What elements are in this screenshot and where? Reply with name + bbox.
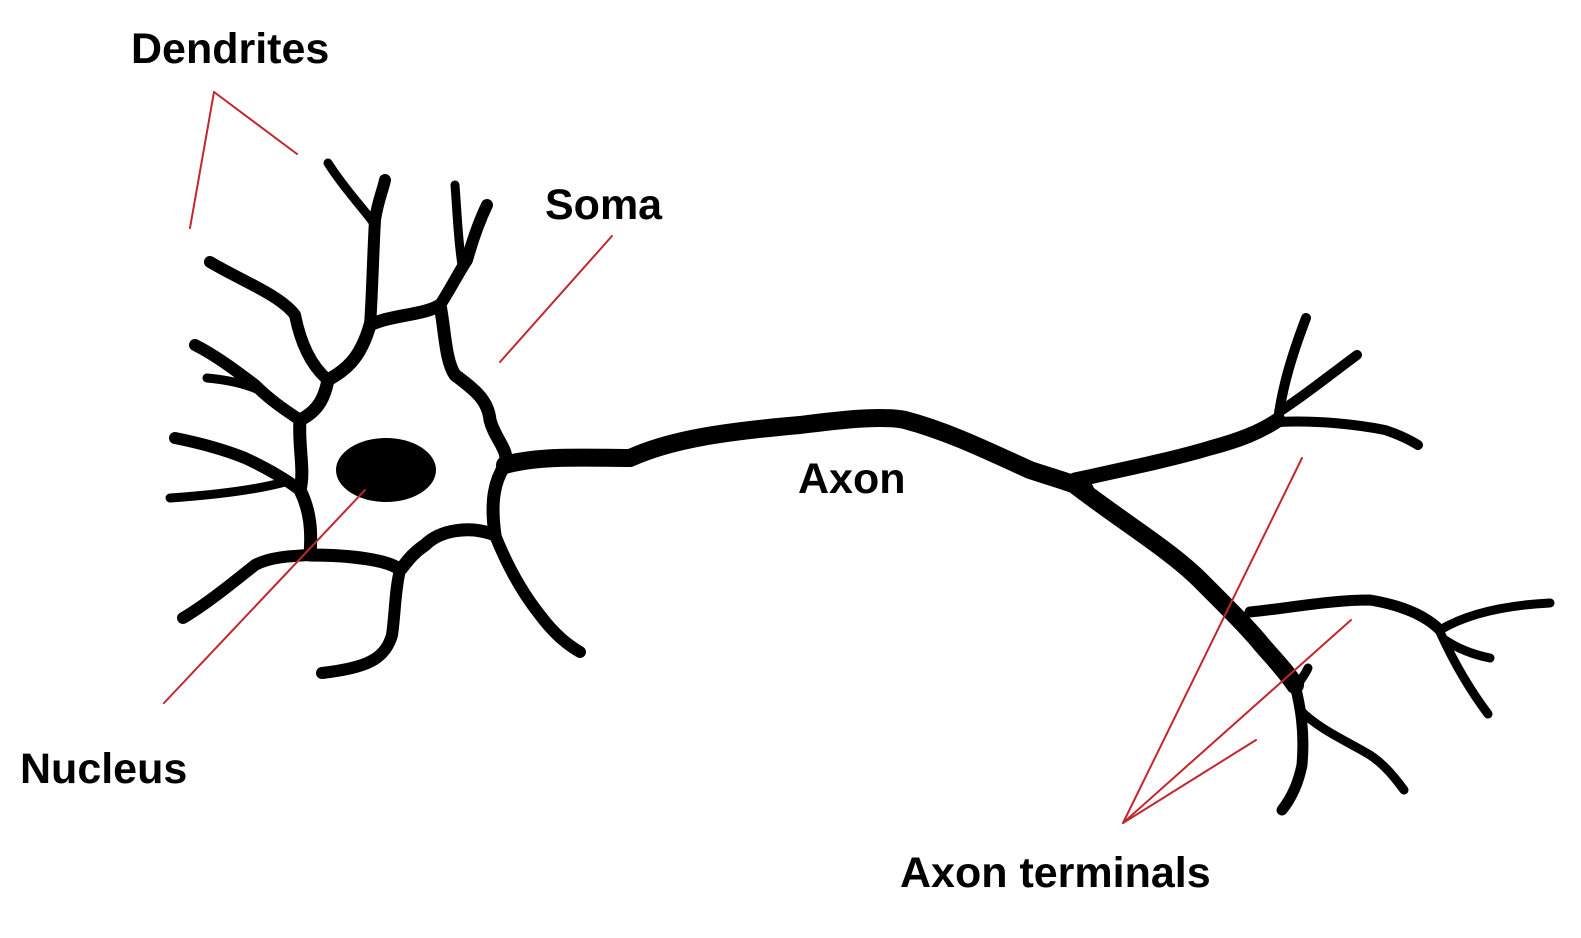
leader-lines <box>163 91 1352 824</box>
axon <box>496 408 1094 499</box>
axon-terminals-leader-line <box>1122 739 1257 824</box>
axon-terminals-label: Axon terminals <box>900 849 1211 897</box>
axon-terminals-leader-line <box>1122 619 1352 824</box>
dendrites-leader-line <box>213 91 298 155</box>
axon-branch <box>1066 476 1304 694</box>
axon-terminal <box>1435 627 1493 719</box>
dendrite <box>169 432 306 496</box>
dendrites-leader-line <box>189 91 215 229</box>
neuron-illustration <box>165 158 1555 816</box>
dendrite <box>323 158 380 230</box>
axon-terminal <box>1277 350 1362 415</box>
nucleus-label: Nucleus <box>20 745 188 793</box>
dendrite <box>177 549 316 624</box>
axon-terminal <box>1295 705 1409 795</box>
axon-terminal <box>1290 663 1313 695</box>
dendrite <box>202 373 270 398</box>
dendrite <box>165 477 290 503</box>
axon-terminal <box>1276 679 1309 816</box>
dendrites-label: Dendrites <box>131 25 330 73</box>
dendrite <box>450 180 467 270</box>
axon-branch <box>1067 412 1286 488</box>
soma-label: Soma <box>545 181 663 229</box>
axon-label: Axon <box>798 455 906 503</box>
nucleus-shape <box>336 438 436 502</box>
axon-branch <box>1244 594 1446 636</box>
nucleus-leader-line <box>163 489 366 704</box>
dendrite <box>364 174 391 331</box>
axon-terminal <box>1435 598 1555 635</box>
axon-terminal <box>1273 416 1423 450</box>
dendrite <box>489 529 586 658</box>
dendrite <box>316 564 406 679</box>
axon-terminals-leader-line <box>1122 457 1303 824</box>
soma-leader-line <box>499 235 613 363</box>
dendrite <box>434 199 493 311</box>
soma-outline <box>293 298 513 577</box>
dendrite <box>204 256 334 386</box>
